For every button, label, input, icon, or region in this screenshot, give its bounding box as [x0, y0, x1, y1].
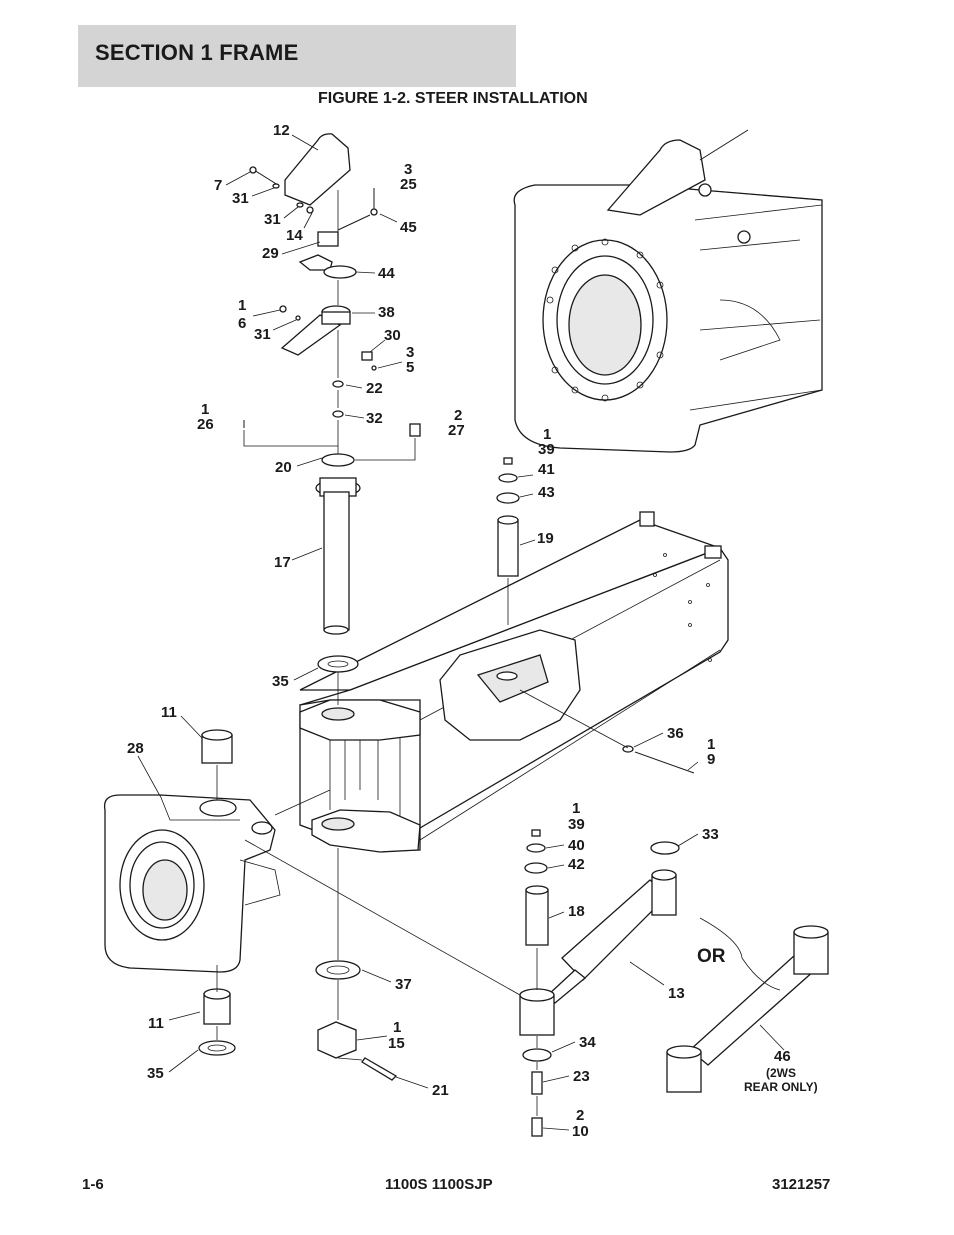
callout-42: 42 [568, 856, 585, 873]
callout-13: 13 [668, 985, 685, 1002]
callout-31c: 31 [254, 326, 271, 343]
callout-35b: 35 [147, 1065, 164, 1082]
callout-2a: 2 [454, 407, 462, 424]
callout-39a: 39 [538, 441, 555, 458]
callout-9: 9 [707, 751, 715, 768]
callout-45: 45 [400, 219, 417, 236]
callout-7: 7 [214, 177, 222, 194]
callout-41: 41 [538, 461, 555, 478]
callout-46-note-line1: (2WS [766, 1066, 796, 1080]
callout-31a: 31 [232, 190, 249, 207]
callout-36: 36 [667, 725, 684, 742]
callout-26: 26 [197, 416, 214, 433]
callout-32: 32 [366, 410, 383, 427]
callout-35a: 35 [272, 673, 289, 690]
footer-page-number: 1-6 [82, 1176, 104, 1193]
callout-46: 46 [774, 1048, 791, 1065]
callout-5: 5 [406, 359, 414, 376]
callout-33: 33 [702, 826, 719, 843]
callout-21: 21 [432, 1082, 449, 1099]
callout-18: 18 [568, 903, 585, 920]
callout-1b: 1 [201, 401, 209, 418]
section-header-bar [78, 25, 516, 87]
callout-37: 37 [395, 976, 412, 993]
callout-labels: 12 3 25 7 31 31 14 45 29 44 1 6 38 31 30… [127, 122, 818, 1140]
callout-31b: 31 [264, 211, 281, 228]
callout-1f: 1 [393, 1019, 401, 1036]
callout-1e: 1 [572, 800, 580, 817]
callout-29: 29 [262, 245, 279, 262]
callout-14: 14 [286, 227, 303, 244]
axle-hub-assembly-left [103, 794, 281, 973]
callout-2b: 2 [576, 1107, 584, 1124]
footer-model: 1100S 1100SJP [385, 1176, 493, 1193]
frame-side-holes [653, 553, 712, 662]
assembly-lines [216, 190, 781, 1116]
callout-1a: 1 [238, 297, 246, 314]
figure-title: FIGURE 1-2. STEER INSTALLATION [318, 90, 588, 107]
callout-12: 12 [273, 122, 290, 139]
callout-27: 27 [448, 422, 465, 439]
frame-assembly [299, 511, 729, 853]
callout-10: 10 [572, 1123, 589, 1140]
callout-6: 6 [238, 315, 246, 332]
callout-11b: 11 [148, 1015, 164, 1032]
callout-44: 44 [378, 265, 395, 282]
callout-34: 34 [579, 1034, 596, 1051]
callout-19: 19 [537, 530, 554, 547]
callout-17: 17 [274, 554, 291, 571]
callout-20: 20 [275, 459, 292, 476]
callout-46-note-line2: REAR ONLY) [744, 1080, 818, 1094]
section-title: SECTION 1 FRAME [95, 40, 299, 65]
callout-23: 23 [573, 1068, 590, 1085]
callout-40: 40 [568, 837, 585, 854]
axle-hub-assembly-top [513, 129, 823, 453]
callout-or: OR [697, 946, 726, 967]
callout-11a: 11 [161, 704, 177, 721]
callout-1c: 1 [543, 426, 551, 443]
leader-lines [137, 134, 785, 1131]
callout-1d: 1 [707, 736, 715, 753]
callout-38: 38 [378, 304, 395, 321]
callout-15: 15 [388, 1035, 405, 1052]
hub-bolt-circle-top [546, 238, 664, 402]
callout-22: 22 [366, 380, 383, 397]
cylinder-parts [496, 457, 829, 1137]
callout-43: 43 [538, 484, 555, 501]
callout-3b: 3 [406, 344, 414, 361]
callout-30: 30 [384, 327, 401, 344]
callout-3a: 3 [404, 161, 412, 178]
footer-doc-number: 3121257 [772, 1176, 831, 1193]
callout-28: 28 [127, 740, 144, 757]
steer-components [198, 133, 421, 1081]
callout-39b: 39 [568, 816, 585, 833]
callout-25: 25 [400, 176, 417, 193]
